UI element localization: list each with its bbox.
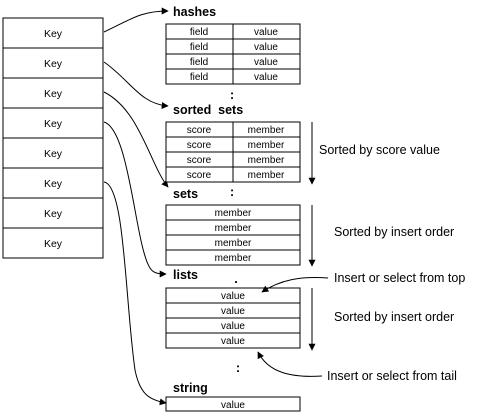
zset-score: score (187, 170, 212, 181)
hashes-block: hashes field value field value field val… (165, 5, 301, 102)
hashes-title: hashes (173, 5, 216, 19)
sets-block: : sets member member member member Sorte… (165, 184, 454, 267)
arrow-to-sets (103, 91, 169, 188)
set-member: member (215, 253, 252, 264)
arrow-to-string (103, 181, 167, 406)
lists-top-note: Insert or select from top (334, 271, 465, 285)
insert-top-arrow (261, 277, 329, 293)
lists-ellipsis-top: . (234, 271, 238, 286)
key-label: Key (44, 178, 63, 190)
key-label: Key (44, 208, 63, 220)
hash-value: value (254, 42, 278, 53)
arrow-to-hashes (103, 7, 169, 33)
list-value: value (221, 306, 245, 317)
sorted-sets-title: sorted sets (173, 103, 243, 117)
hash-field: field (190, 42, 208, 53)
key-connectors (103, 7, 169, 406)
key-label: Key (44, 148, 63, 160)
hash-field: field (190, 57, 208, 68)
string-title: string (173, 381, 208, 395)
set-member: member (215, 238, 252, 249)
hash-value: value (254, 72, 278, 83)
lists-tail-note: Insert or select from tail (327, 369, 457, 383)
key-label: Key (44, 118, 63, 130)
lists-note: Sorted by insert order (334, 310, 454, 324)
zset-score: score (187, 155, 212, 166)
zset-score: score (187, 140, 212, 151)
hash-field: field (190, 72, 208, 83)
arrow-to-sorted-sets (103, 61, 169, 110)
key-label: Key (44, 28, 63, 40)
lists-title: lists (173, 268, 198, 282)
zset-score: score (187, 125, 212, 136)
insert-tail-arrow (257, 351, 323, 377)
sorted-sets-block: sorted sets score member score member sc… (165, 103, 440, 185)
lists-block: lists . value value value value : Sorted… (165, 268, 465, 383)
sets-ellipsis: : (230, 184, 234, 199)
arrow-to-lists (103, 121, 167, 278)
zset-member: member (248, 170, 285, 181)
string-block: string value (165, 381, 301, 412)
zset-member: member (248, 140, 285, 151)
sets-title: sets (173, 187, 198, 201)
key-label: Key (44, 58, 63, 70)
hash-field: field (190, 27, 208, 38)
zset-member: member (248, 125, 285, 136)
key-column: Key Key Key Key Key Key Key Key (2, 17, 104, 259)
key-label: Key (44, 88, 63, 100)
list-value: value (221, 336, 245, 347)
sets-note: Sorted by insert order (334, 225, 454, 239)
list-value: value (221, 291, 245, 302)
hashes-ellipsis: : (230, 87, 234, 102)
key-label: Key (44, 238, 63, 250)
zset-member: member (248, 155, 285, 166)
string-value: value (221, 400, 245, 411)
set-member: member (215, 208, 252, 219)
hash-value: value (254, 27, 278, 38)
lists-ellipsis: : (236, 360, 240, 375)
sorted-sets-note: Sorted by score value (319, 143, 440, 157)
set-member: member (215, 223, 252, 234)
list-value: value (221, 321, 245, 332)
hash-value: value (254, 57, 278, 68)
